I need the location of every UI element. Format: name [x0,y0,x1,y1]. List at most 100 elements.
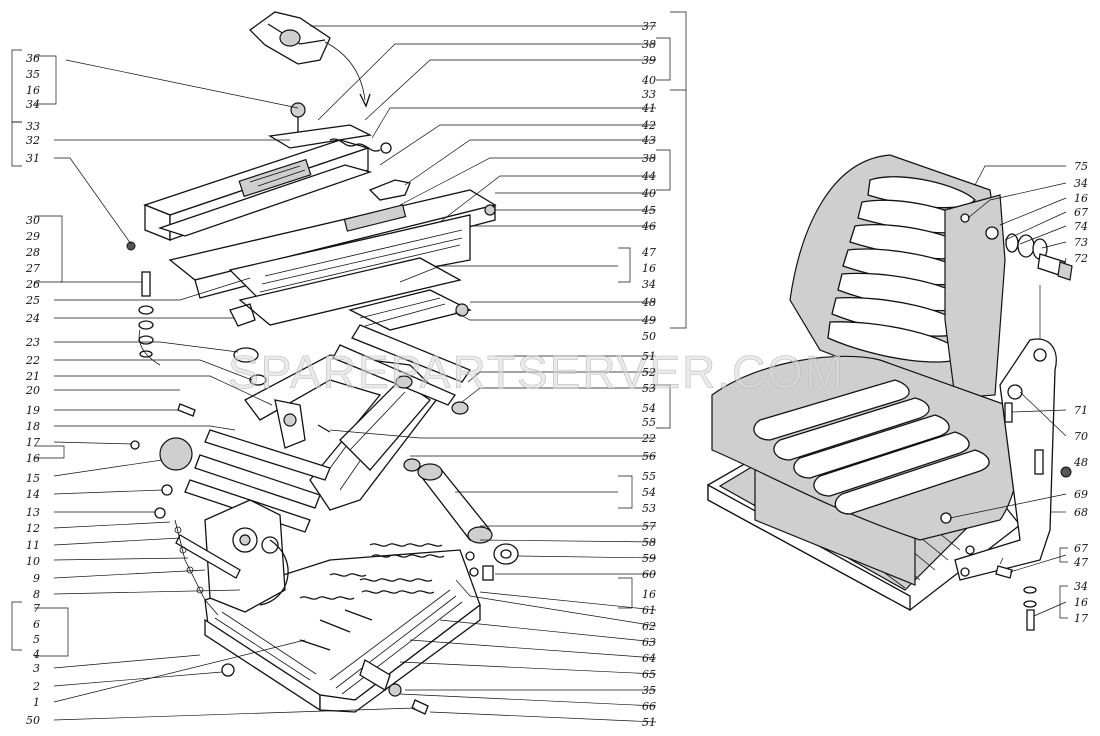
callout-number: 27 [25,262,40,275]
callout-number: 16 [1074,192,1088,205]
callout-number: 65 [642,668,656,681]
callout-number: 57 [642,520,656,533]
callout-number: 71 [1074,404,1088,417]
callout-number: 42 [641,119,656,132]
seat-assembly [707,154,1073,631]
callout-number: 33 [642,88,656,101]
upper-rails [143,102,411,241]
callout-number: 5 [33,633,40,646]
callout-number: 15 [26,472,40,485]
callout-number: 68 [1074,506,1088,519]
callout-number: 41 [641,102,656,115]
callout-number: 55 [642,416,656,429]
callout-number: 29 [25,230,40,243]
callout-number: 63 [642,636,656,649]
callout-number: 48 [1073,456,1088,469]
callout-number: 16 [642,588,656,601]
callout-number: 48 [641,296,656,309]
callout-number: 43 [641,134,656,147]
callout-number: 62 [642,620,656,633]
callout-number: 54 [642,486,656,499]
callout-number: 3 [33,662,40,675]
callout-number: 67 [1074,206,1088,219]
callout-number: 51 [642,350,656,363]
callout-number: 22 [641,432,656,445]
callout-number: 66 [642,700,656,713]
rear-bracket [954,338,1057,581]
callout-number: 44 [641,170,656,183]
callout-number: 56 [642,450,656,463]
callout-number: 40 [641,74,656,87]
callout-number: 50 [642,330,656,343]
callout-number: 72 [1074,252,1088,265]
callout-number: 12 [26,522,40,535]
callout-number: 34 [1074,580,1088,593]
callout-number: 6 [33,618,40,631]
callout-number: 74 [1074,220,1088,233]
callout-number: 75 [1074,160,1088,173]
callout-number: 46 [641,220,656,233]
callout-number: 32 [26,134,40,147]
callout-number: 38 [642,152,656,165]
callout-number: 25 [25,294,40,307]
callout-number: 23 [25,336,40,349]
callout-number: 14 [26,488,40,501]
callout-number: 60 [642,568,656,581]
left-fasteners [126,241,267,677]
callout-number: 54 [642,402,656,415]
middle-callouts: 3738394033414243384440454647163448495051… [641,20,656,729]
coil-springs [299,543,445,600]
callout-number: 31 [26,152,40,165]
callout-number: 17 [1074,612,1088,625]
callout-number: 34 [642,278,656,291]
callout-number: 67 [1074,542,1088,555]
callout-number: 13 [26,506,40,519]
callout-number: 18 [26,420,40,433]
callout-number: 17 [26,436,40,449]
callout-number: 49 [641,314,656,327]
callout-number: 45 [641,204,656,217]
callout-number: 19 [26,404,40,417]
callout-number: 69 [1074,488,1088,501]
shock-absorber [417,463,519,581]
callout-number: 52 [642,366,656,379]
callout-number: 35 [642,684,656,697]
callout-number: 70 [1074,430,1088,443]
top-bracket [248,11,371,108]
slide-frame [168,189,497,331]
callout-number: 73 [1074,236,1088,249]
callout-number: 22 [25,354,40,367]
callout-number: 51 [642,716,656,729]
callout-number: 59 [642,552,656,565]
callout-number: 2 [32,680,40,693]
callout-number: 9 [33,572,40,585]
callout-number: 21 [25,370,40,383]
callout-number: 47 [1073,556,1088,569]
seat-suspension-assembly [126,11,519,715]
callout-number: 26 [25,278,40,291]
callout-number: 10 [26,555,40,568]
base-frame [174,499,481,715]
left-callouts: 3635163433323130292827262524232221201918… [25,52,40,727]
callout-number: 34 [1074,177,1088,190]
leader-lines [11,11,1068,723]
callout-number: 47 [641,246,656,259]
callout-number: 35 [26,68,40,81]
callout-number: 53 [642,382,656,395]
callout-number: 16 [26,84,40,97]
callout-number: 34 [26,98,40,111]
cushion-ribs [753,379,990,515]
callout-number: 20 [25,384,40,397]
callout-number: 40 [641,187,656,200]
callout-number: 55 [642,470,656,483]
callout-number: 16 [1074,596,1088,609]
callout-number: 64 [642,652,656,665]
callout-number: 16 [26,452,40,465]
callout-number: 33 [26,120,40,133]
callout-number: 53 [642,502,656,515]
callout-number: 36 [26,52,40,65]
callout-number: 30 [26,214,40,227]
